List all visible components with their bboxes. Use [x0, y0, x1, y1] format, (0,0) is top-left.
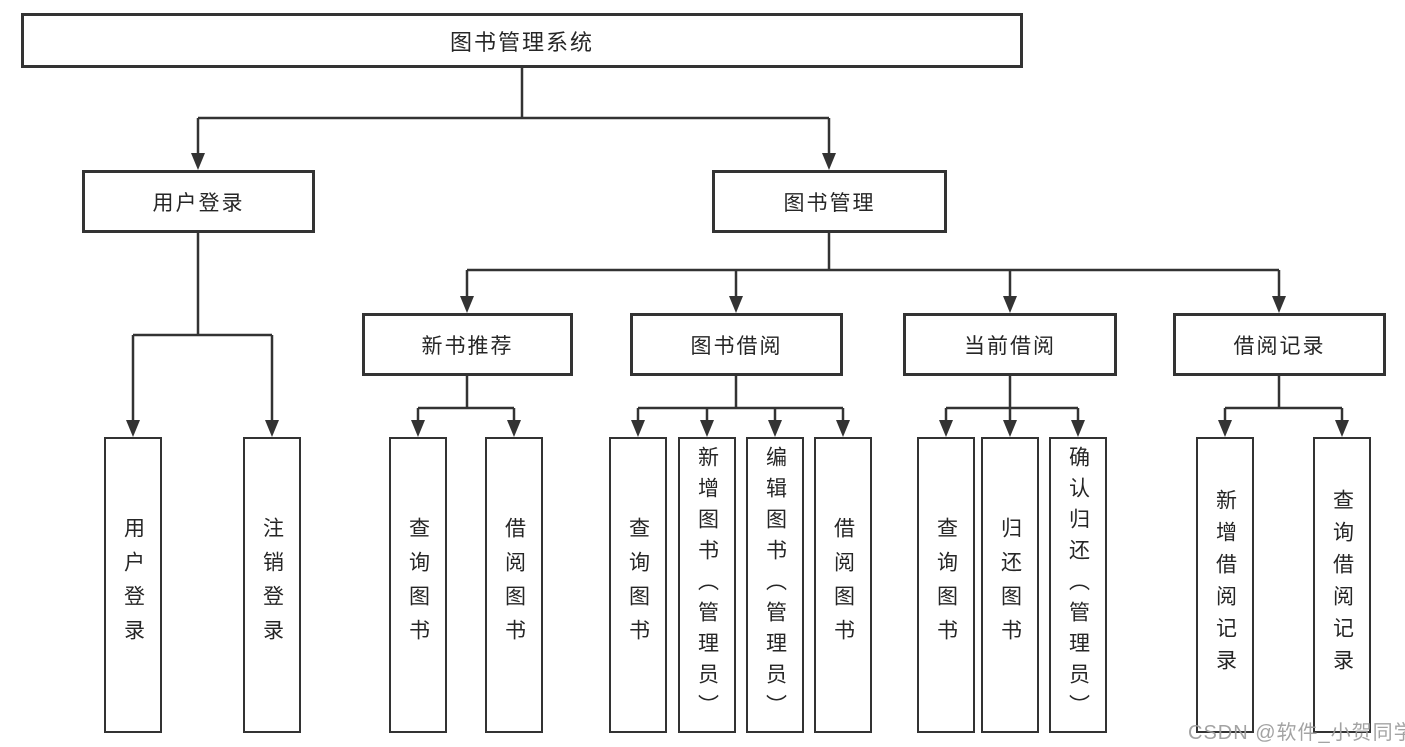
node-label: 归还图书 — [998, 517, 1022, 653]
node-label: 图书借阅 — [690, 334, 783, 358]
node-current-borrow: 当前借阅 — [903, 313, 1117, 376]
node-label: 用户登录 — [121, 517, 145, 653]
node-label: 编辑图书（管理员） — [763, 445, 787, 725]
edge-borrow-records-to-children — [1218, 376, 1349, 437]
edge-current-borrow-to-children — [939, 376, 1085, 437]
node-label: 查询借阅记录 — [1330, 489, 1354, 681]
node-library-system: 图书管理系统 — [21, 13, 1023, 68]
node-label: 确认归还（管理员） — [1066, 445, 1090, 725]
node-borrow-records: 借阅记录 — [1173, 313, 1386, 376]
node-label: 图书管理系统 — [449, 29, 594, 55]
node-label: 当前借阅 — [964, 334, 1056, 358]
node-label: 新书推荐 — [421, 334, 514, 358]
node-new-book-recommend: 新书推荐 — [362, 313, 573, 376]
node-leaf-recommend-query-book: 查询图书 — [389, 437, 447, 733]
node-leaf-logout: 注销登录 — [243, 437, 301, 733]
node-leaf-query-borrow-record: 查询借阅记录 — [1313, 437, 1371, 733]
node-user-login: 用户登录 — [82, 170, 315, 233]
node-leaf-edit-book-admin: 编辑图书（管理员） — [746, 437, 804, 733]
node-leaf-confirm-return-admin: 确认归还（管理员） — [1049, 437, 1107, 733]
node-label: 借阅图书 — [502, 517, 526, 653]
node-label: 新增图书（管理员） — [695, 445, 719, 725]
edge-book-management-to-children — [460, 233, 1286, 313]
node-label: 用户登录 — [152, 191, 245, 215]
node-leaf-user-login: 用户登录 — [104, 437, 162, 733]
node-label: 新增借阅记录 — [1213, 489, 1237, 681]
node-leaf-borrow-borrow-book: 借阅图书 — [814, 437, 872, 733]
node-leaf-add-borrow-record: 新增借阅记录 — [1196, 437, 1254, 733]
node-book-borrow: 图书借阅 — [630, 313, 843, 376]
edge-new-book-recommend-to-children — [411, 376, 521, 437]
edge-user-login-to-children — [126, 233, 279, 437]
edge-book-borrow-to-children — [631, 376, 850, 437]
edge-root-to-level2 — [191, 68, 836, 170]
node-label: 查询图书 — [406, 517, 430, 653]
node-label: 查询图书 — [626, 517, 650, 653]
node-book-management: 图书管理 — [712, 170, 947, 233]
node-label: 查询图书 — [934, 517, 958, 653]
node-leaf-add-book-admin: 新增图书（管理员） — [678, 437, 736, 733]
node-label: 借阅记录 — [1233, 334, 1326, 358]
node-label: 借阅图书 — [831, 517, 855, 653]
node-leaf-recommend-borrow-book: 借阅图书 — [485, 437, 543, 733]
node-leaf-return-book: 归还图书 — [981, 437, 1039, 733]
node-label: 图书管理 — [783, 191, 876, 215]
csdn-watermark: CSDN @软件_小贺同学 — [1188, 722, 1405, 744]
node-leaf-current-query-book: 查询图书 — [917, 437, 975, 733]
node-label: 注销登录 — [260, 517, 284, 653]
node-leaf-borrow-query-book: 查询图书 — [609, 437, 667, 733]
